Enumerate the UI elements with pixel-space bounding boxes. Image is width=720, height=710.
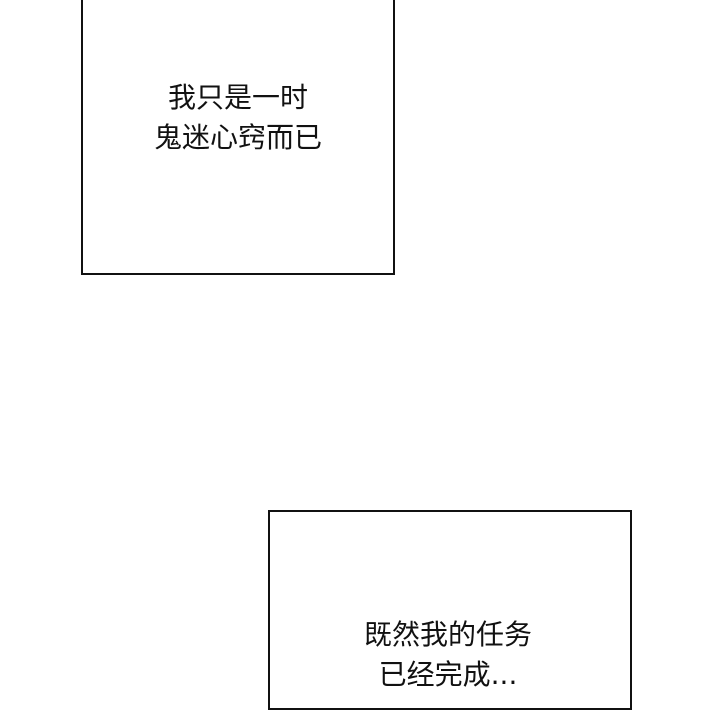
caption-line: 既然我的任务 xyxy=(363,618,532,651)
comic-panel-1: 我只是一时 鬼迷心窍而已 xyxy=(81,0,395,275)
caption-line: 鬼迷心窍而已 xyxy=(153,121,322,154)
panel-1-caption: 我只是一时 鬼迷心窍而已 xyxy=(83,78,393,158)
caption-line: 我只是一时 xyxy=(167,81,308,114)
comic-panel-2: 既然我的任务 已经完成... xyxy=(268,510,632,710)
caption-line: 已经完成... xyxy=(378,658,518,691)
panel-2-caption: 既然我的任务 已经完成... xyxy=(266,615,630,695)
